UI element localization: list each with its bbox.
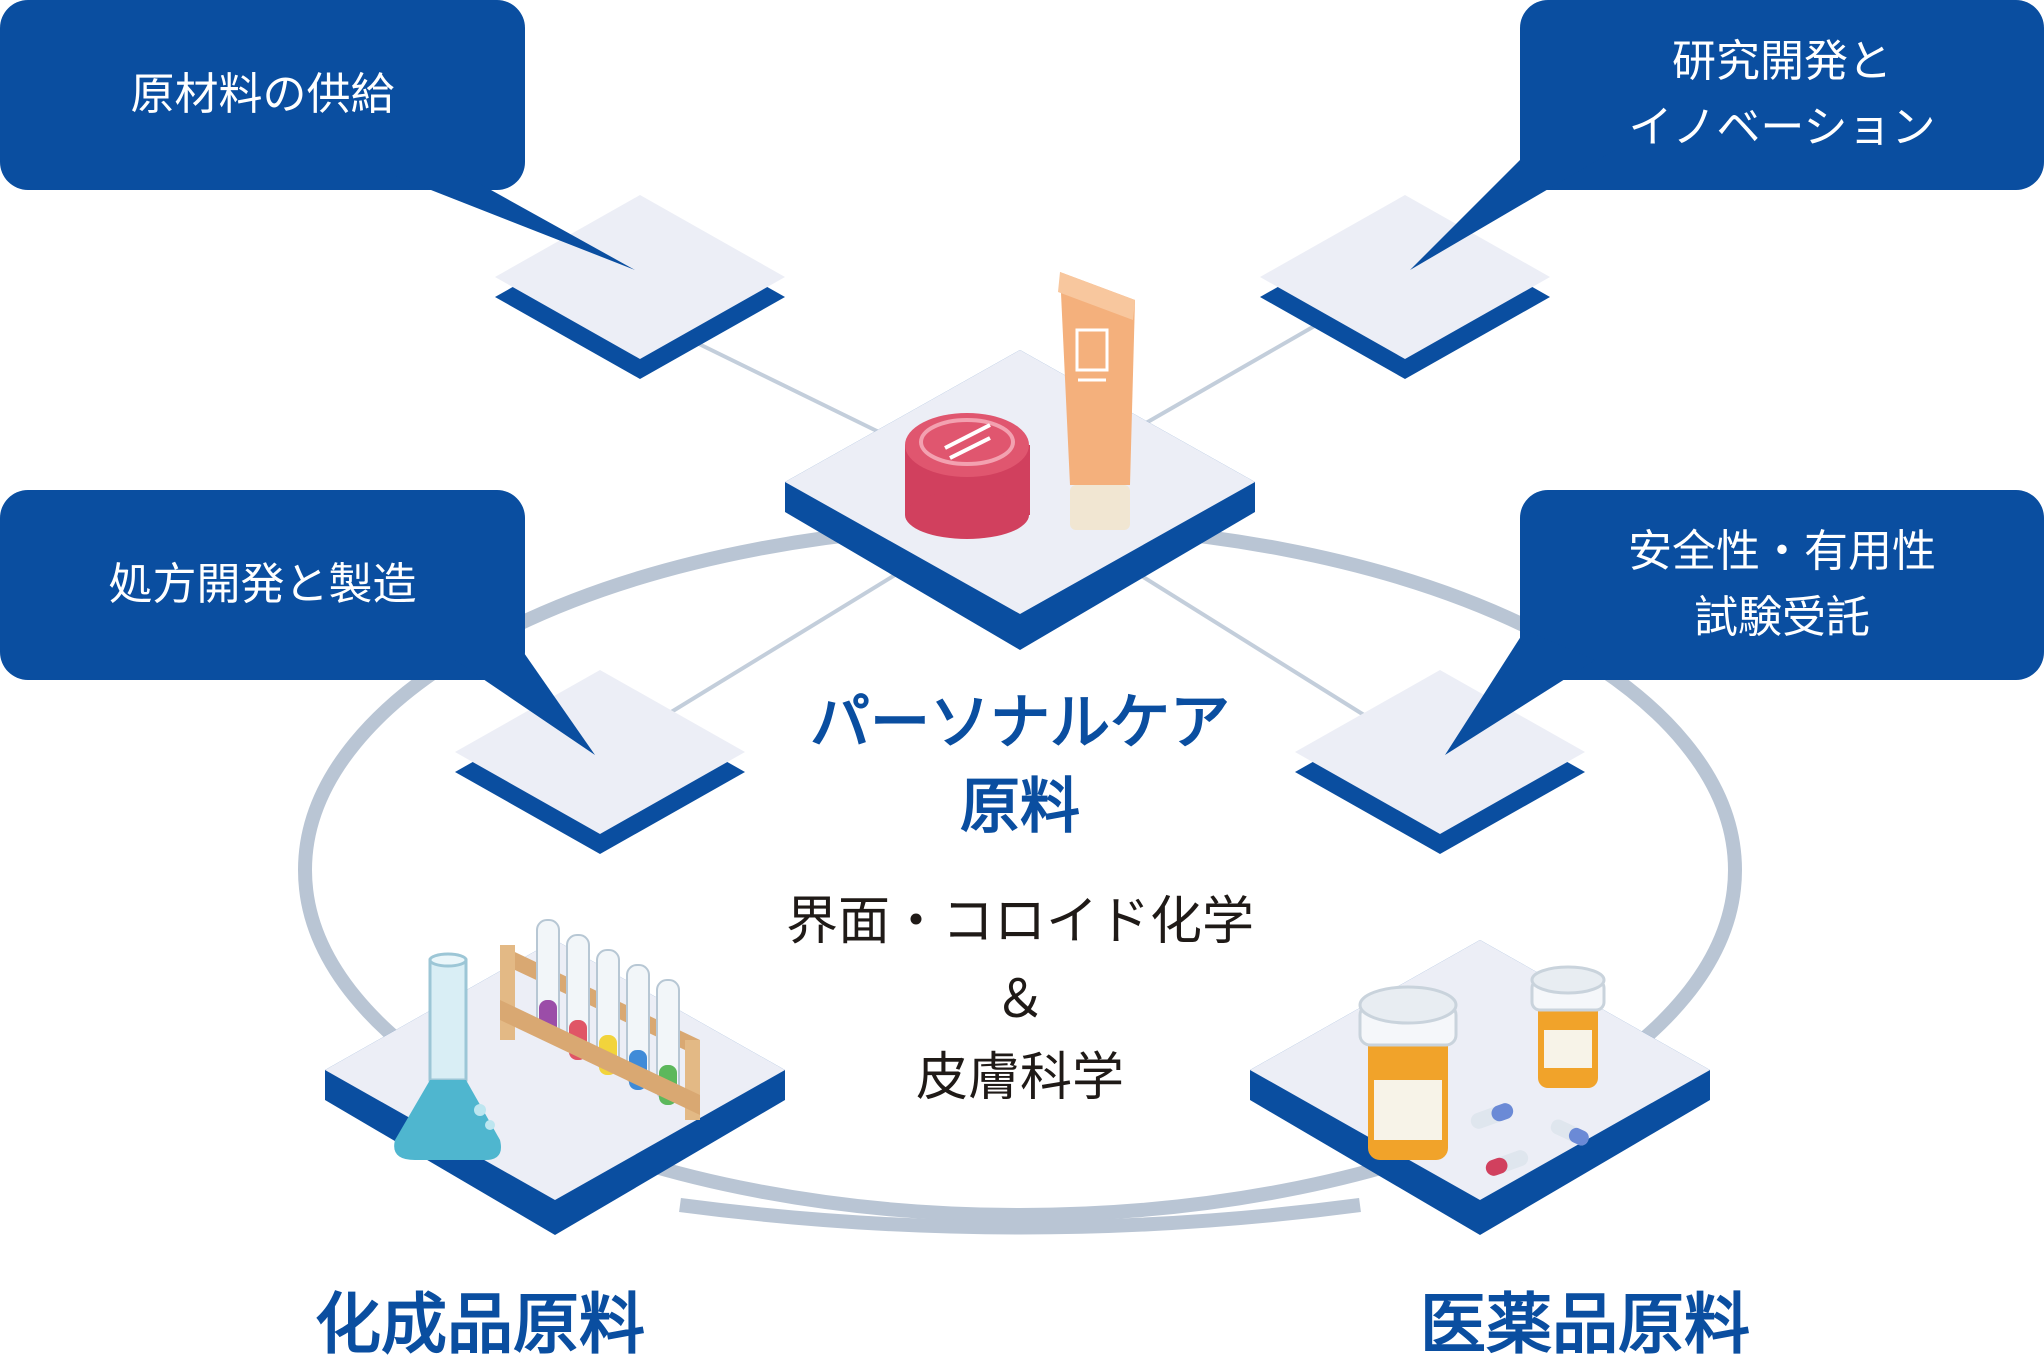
bubble-formulation-text: 処方開発と製造 [0,490,525,680]
bubble-raw-material [0,0,635,270]
tile-formulation [455,670,745,854]
bubble-rnd-text: 研究開発と イノベーション [1520,0,2044,190]
category-label: 医薬品原料 [1420,1286,1750,1363]
category-label: パーソナルケア [810,688,1230,758]
bubble-label: イノベーション [1628,102,1936,153]
flask-icon [394,952,501,1160]
category-label: 原料 [960,772,1080,842]
connector-lines [648,318,1382,727]
chemical-label: 化成品原料 [260,1285,700,1364]
bubble-rnd [1410,0,2044,270]
center-line: ＆ [993,970,1046,1030]
capsule-icon [1470,1103,1589,1176]
bubble-safety-text: 安全性・有用性 試験受託 [1520,490,2044,680]
pill-bottle-icon [1358,965,1606,1160]
bubble-raw-material-text: 原材料の供給 [0,0,525,190]
cream-jar-icon [905,413,1030,539]
tile-rnd [1260,195,1550,379]
bubble-label: 原材料の供給 [130,69,395,120]
bubble-label: 処方開発と製造 [108,559,417,610]
center-core-text: 界面・コロイド化学 ＆ 皮膚科学 [700,880,1340,1120]
category-label: 化成品原料 [315,1286,645,1363]
tile-raw-material [495,195,785,379]
ring-front-segment [679,1198,1361,1235]
center-line: 界面・コロイド化学 [785,892,1254,952]
tube-icon [1058,272,1135,530]
personal-care-label: パーソナルケア 原料 [760,680,1280,850]
center-line: 皮膚科学 [915,1048,1124,1108]
pharma-label: 医薬品原料 [1365,1285,1805,1364]
bubble-label: 試験受託 [1694,592,1870,643]
bubble-formulation [0,490,595,755]
bubble-label: 研究開発と [1672,36,1892,87]
bubble-safety [1445,490,2044,755]
test-tube-rack-icon [500,919,700,1120]
bubble-label: 安全性・有用性 [1628,526,1936,577]
